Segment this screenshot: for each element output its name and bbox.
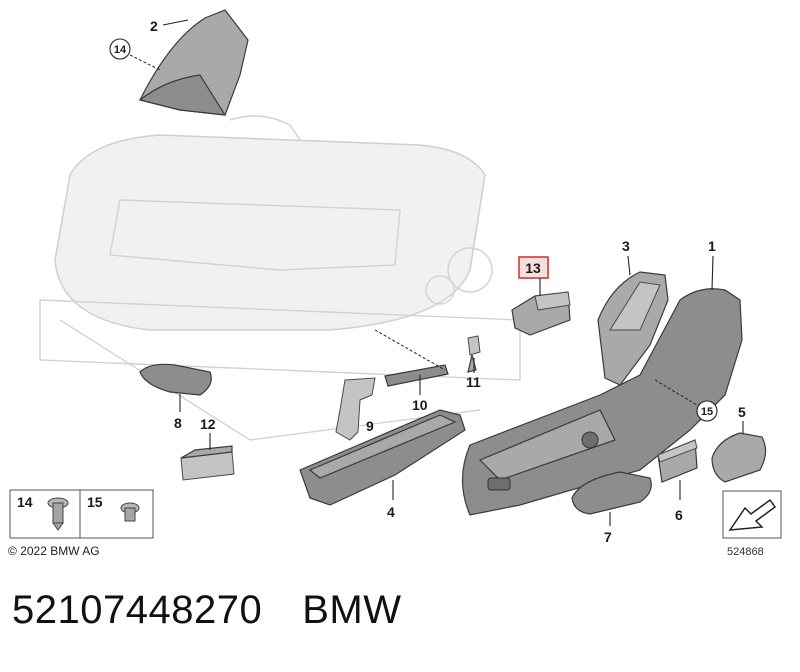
callout-6-label: 6 — [675, 507, 683, 523]
callout-1-label: 1 — [708, 238, 716, 254]
callout-1: 1 — [708, 238, 716, 291]
callout-10-label: 10 — [412, 397, 428, 413]
callout-7-label: 7 — [604, 529, 612, 545]
callout-15-label: 15 — [701, 406, 713, 418]
callout-12-label: 12 — [200, 416, 216, 432]
callout-12: 12 — [200, 416, 216, 450]
fastener-legend: 14 15 — [9, 489, 154, 539]
callout-10: 10 — [412, 375, 428, 413]
part-number: 52107448270 — [12, 588, 263, 632]
callout-4-label: 4 — [387, 504, 395, 520]
part-5[interactable] — [711, 432, 767, 483]
callout-6: 6 — [675, 480, 683, 523]
callout-9: 9 — [366, 418, 374, 434]
brand-name: BMW — [302, 588, 402, 632]
callout-9-label: 9 — [366, 418, 374, 434]
arrow-icon — [728, 498, 777, 531]
part-9[interactable] — [335, 377, 376, 441]
callout-8-label: 8 — [174, 415, 182, 431]
part-4[interactable] — [299, 409, 466, 506]
callout-11-label: 11 — [466, 374, 481, 390]
diagram-number: 524868 — [727, 546, 764, 558]
part-8[interactable] — [139, 363, 212, 396]
part-13[interactable] — [511, 291, 571, 336]
part-12[interactable] — [180, 445, 235, 481]
seat-cushion-ghost — [39, 115, 521, 441]
callout-8: 8 — [174, 394, 182, 431]
part-2[interactable] — [138, 9, 249, 116]
callout-2: 2 — [150, 18, 189, 34]
callout-15: 15 — [654, 379, 718, 422]
part-1[interactable] — [461, 288, 743, 516]
callout-3: 3 — [622, 238, 631, 276]
callout-4: 4 — [387, 480, 395, 520]
copyright-text: © 2022 BMW AG — [8, 544, 100, 558]
part-6[interactable] — [657, 439, 698, 483]
callout-7: 7 — [604, 512, 612, 545]
callout-13[interactable]: 13 — [518, 256, 549, 296]
callout-3-label: 3 — [622, 238, 630, 254]
callout-5: 5 — [738, 404, 746, 434]
callout-13-label: 13 — [525, 260, 541, 276]
part-3[interactable] — [597, 271, 669, 386]
footer-part-number-line: 52107448270 BMW — [12, 588, 401, 633]
screw-14-icon — [47, 497, 69, 531]
callout-5-label: 5 — [738, 404, 746, 420]
callout-14: 14 — [109, 38, 161, 71]
callout-2-label: 2 — [150, 18, 158, 34]
callout-14-label: 14 — [114, 44, 127, 56]
part-7[interactable] — [571, 471, 652, 515]
part-10[interactable] — [374, 329, 449, 387]
screw-15-icon — [120, 502, 140, 522]
legend-label-15: 15 — [87, 494, 103, 510]
legend-label-14: 14 — [17, 494, 33, 510]
diagram-reference: 524868 — [722, 490, 782, 558]
callout-11: 11 — [466, 358, 481, 390]
